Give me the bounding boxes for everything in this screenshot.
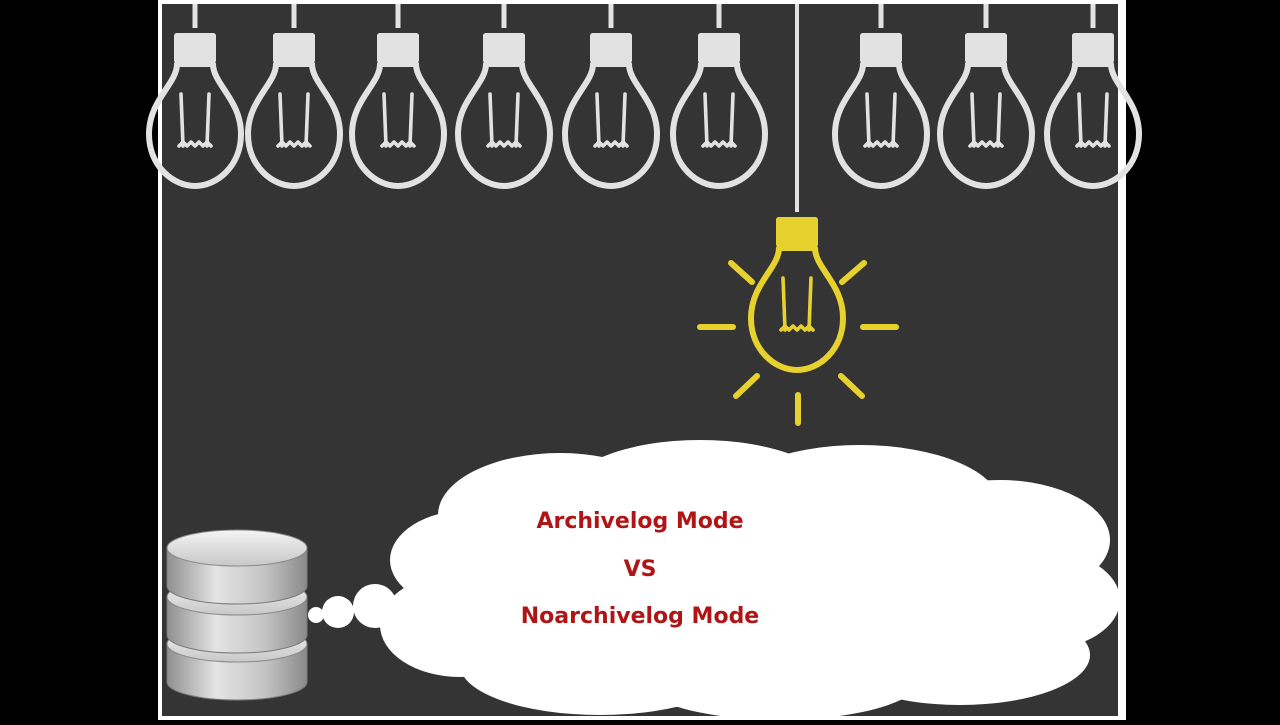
light-bulb-icon (1044, 33, 1142, 189)
bulb-row (146, 4, 1142, 189)
thought-line-noarchivelog: Noarchivelog Mode (520, 604, 760, 629)
thought-line-vs: VS (623, 557, 657, 582)
thought-bubble-medium (322, 596, 354, 628)
database-icon (166, 529, 308, 701)
light-rays (697, 260, 899, 426)
light-bulb-icon (245, 33, 343, 189)
light-bulb-icon (349, 33, 447, 189)
thought-line-archivelog: Archivelog Mode (536, 509, 744, 534)
light-bulb-icon (146, 33, 244, 189)
light-bulb-icon (937, 33, 1035, 189)
thought-bubble-large (353, 584, 397, 628)
light-bulb-icon (832, 33, 930, 189)
light-bulb-icon (455, 33, 553, 189)
thought-cloud (308, 440, 1120, 720)
database-disk (166, 529, 308, 605)
light-bulb-icon (670, 33, 768, 189)
thought-bubble-small (308, 607, 324, 623)
light-bulb-icon (562, 33, 660, 189)
lit-light-bulb-icon (697, 4, 899, 426)
lit-light-bulb-icon (748, 217, 846, 373)
